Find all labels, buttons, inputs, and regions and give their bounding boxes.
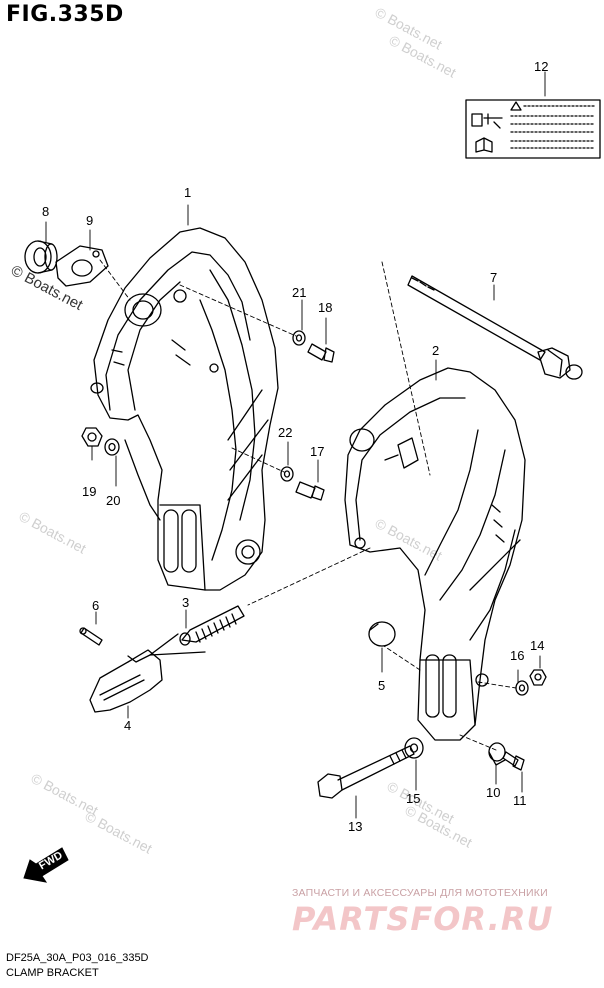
- callout-4: 4: [124, 718, 131, 733]
- washer-hole: [108, 442, 116, 452]
- pin: [79, 627, 103, 646]
- callout-8: 8: [42, 204, 49, 219]
- callout-22: 22: [278, 425, 292, 440]
- cap: [368, 621, 396, 647]
- reseller-logo: PARTSFOR.RU: [292, 900, 554, 938]
- caution-label: [465, 99, 601, 159]
- bolt: [295, 481, 325, 501]
- clamp-bracket-left: [90, 227, 279, 591]
- callout-21: 21: [292, 285, 306, 300]
- washer: [280, 466, 294, 482]
- bolt: [502, 751, 525, 771]
- callout-3: 3: [182, 595, 189, 610]
- figure-code: DF25A_30A_P03_016_335D: [6, 952, 149, 964]
- callout-2: 2: [432, 343, 439, 358]
- through-bolt: [407, 275, 583, 380]
- washer: [404, 737, 424, 759]
- callout-1: 1: [184, 185, 191, 200]
- washer-hole: [518, 684, 526, 692]
- washer: [515, 680, 529, 696]
- callout-13: 13: [348, 819, 362, 834]
- nut: [81, 427, 103, 447]
- clamp-bracket-right: [344, 367, 526, 741]
- figure-title: FIG.335D: [6, 2, 124, 27]
- callout-7: 7: [490, 270, 497, 285]
- reseller-tagline: ЗАПЧАСТИ И АКСЕССУАРЫ ДЛЯ МОТОТЕХНИКИ: [292, 887, 548, 899]
- callout-10: 10: [486, 785, 500, 800]
- callout-9: 9: [86, 213, 93, 228]
- callout-14: 14: [530, 638, 544, 653]
- callout-15: 15: [406, 791, 420, 806]
- tilt-plate: [89, 649, 163, 713]
- callout-5: 5: [378, 678, 385, 693]
- callout-20: 20: [106, 493, 120, 508]
- washer: [292, 330, 306, 346]
- nut: [529, 669, 547, 686]
- flange-bushing: [55, 245, 109, 287]
- washer-hole: [295, 334, 303, 342]
- callout-12: 12: [534, 59, 548, 74]
- callout-11: 11: [513, 793, 527, 808]
- fwd-arrow: FWD: [23, 847, 69, 883]
- figure-name: CLAMP BRACKET: [6, 967, 99, 979]
- tilt-rod: [149, 605, 245, 656]
- long-bolt: [317, 745, 415, 799]
- leader-lines: [45, 71, 546, 819]
- bolt: [307, 343, 335, 363]
- collar: [488, 742, 506, 766]
- washer-hole: [283, 470, 291, 478]
- callout-18: 18: [318, 300, 332, 315]
- washer: [104, 438, 120, 456]
- bushing: [24, 240, 58, 274]
- callout-17: 17: [310, 444, 324, 459]
- callout-6: 6: [92, 598, 99, 613]
- callout-numbers: 1 2 3 4 5 6 7 8 9 10 11 12 13 14 15 16 1…: [42, 59, 548, 834]
- callout-19: 19: [82, 484, 96, 499]
- callout-16: 16: [510, 648, 524, 663]
